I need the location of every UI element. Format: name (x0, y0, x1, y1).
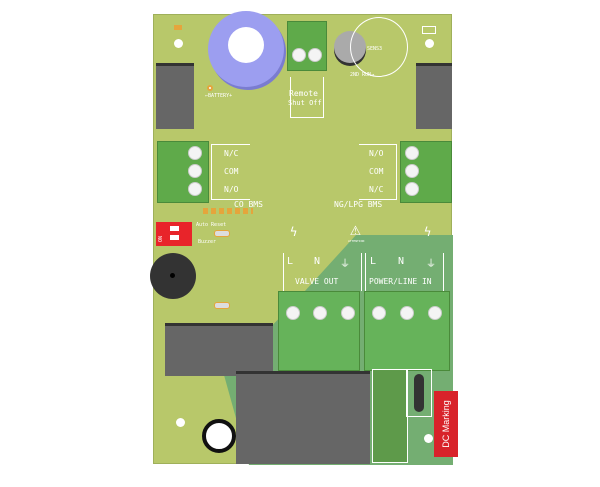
remote-shutoff-terminal[interactable] (287, 21, 327, 71)
relay-left (156, 63, 194, 129)
pcb-board: ←BATTERY+ Remote Shut Off SENS3 2ND RUN→… (150, 11, 458, 465)
smd-resistor (214, 302, 230, 309)
high-voltage-icon: ϟ (424, 225, 432, 239)
capacitor (202, 419, 236, 453)
smd-pad (174, 25, 182, 30)
mounting-hole (424, 434, 433, 443)
pin-label-nc: N/C (369, 185, 384, 194)
relay-right (416, 63, 452, 129)
buzzer-label: Buzzer (198, 239, 217, 245)
dc-marking-text: DC Marking (441, 400, 451, 448)
co-bms-label: CO BMS (234, 200, 263, 209)
ng-lpg-bms-label: NG/LPG BMS (334, 200, 383, 209)
mounting-hole (174, 39, 183, 48)
divider (361, 253, 362, 291)
valve-l-label: L (287, 256, 294, 267)
divider (365, 253, 366, 291)
header-pins (203, 208, 253, 214)
dip-on-label: ON (158, 235, 165, 243)
divider (283, 253, 284, 291)
power-relay-large (236, 371, 370, 464)
buzzer (150, 253, 196, 299)
varistor-outline (406, 369, 432, 417)
ng-lpg-bms-terminal[interactable] (400, 141, 452, 203)
ground-icon: ⏚ (340, 259, 350, 270)
pin-label-no: N/O (369, 149, 384, 158)
remote-outline (290, 77, 324, 118)
pin-label-nc: N/C (224, 149, 239, 158)
auto-reset-label: Auto Reset (196, 222, 227, 228)
mounting-hole (176, 418, 185, 427)
second-run-label: 2ND RUN→ (350, 72, 375, 78)
fuse-holder[interactable] (372, 369, 408, 463)
warning-icon: ⚠ (350, 219, 361, 240)
sensor-outline (350, 17, 408, 77)
battery-pin (207, 85, 213, 91)
remote-label: Remote (289, 89, 318, 98)
pin-label-com: COM (224, 167, 239, 176)
power-line-in-label: POWER/LINE IN (369, 277, 432, 286)
power-l-label: L (370, 256, 377, 267)
pin-label-com: COM (369, 167, 384, 176)
ng-lpg-outline (359, 144, 397, 200)
jumper-pads (422, 26, 436, 34)
mounting-hole (425, 39, 434, 48)
divider (443, 253, 444, 291)
attention-label: ATTENTION (348, 239, 365, 243)
power-n-label: N (398, 256, 405, 267)
pin-label-no: N/O (224, 185, 239, 194)
co-bms-outline (211, 144, 250, 200)
dip-switch[interactable]: ON (156, 222, 192, 246)
battery-holder (208, 11, 284, 87)
shutoff-label: Shut Off (288, 99, 322, 107)
power-relay-small (165, 323, 273, 376)
dc-marking-label: DC Marking (434, 391, 458, 457)
valve-n-label: N (314, 256, 321, 267)
valve-out-label: VALVE OUT (295, 277, 339, 286)
high-voltage-icon: ϟ (290, 225, 298, 239)
co-bms-terminal[interactable] (157, 141, 209, 203)
ground-icon: ⏚ (426, 259, 436, 270)
valve-out-terminal[interactable] (278, 291, 360, 371)
smd-resistor (214, 230, 230, 237)
sensor-label: SENS3 (367, 46, 383, 52)
power-line-in-terminal[interactable] (364, 291, 450, 371)
battery-label: ←BATTERY+ (205, 93, 233, 99)
